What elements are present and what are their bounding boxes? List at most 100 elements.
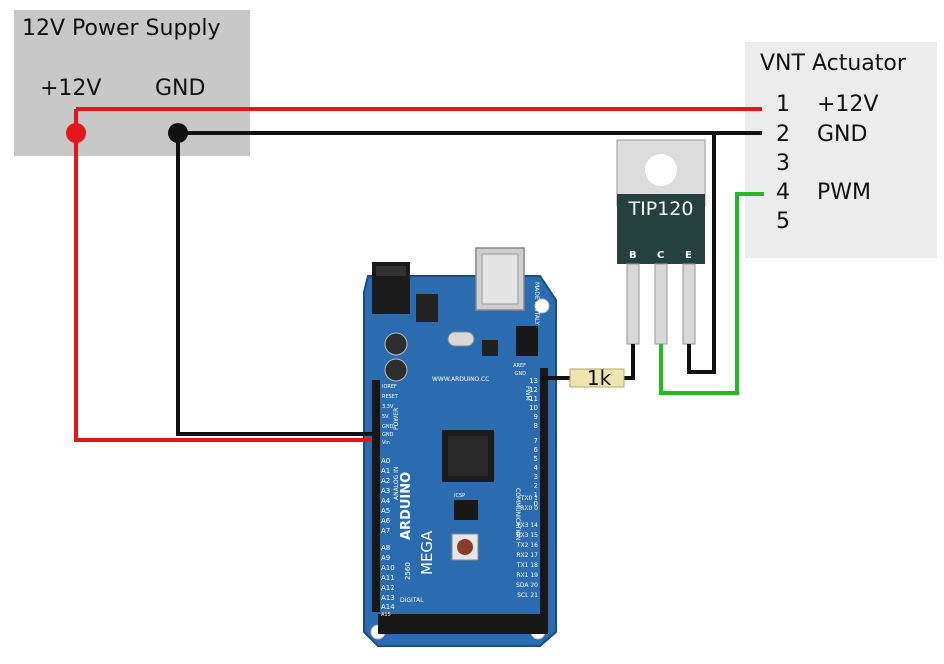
arduino-website-text: WWW.ARDUINO.CC (432, 376, 489, 383)
analog-pin-label: A1 (381, 467, 390, 475)
power-pin-label: RESET (382, 394, 399, 400)
transistor-mounting-hole (645, 154, 677, 186)
comm-pin-label: TX3 14 (516, 522, 538, 529)
vnt-pin-2-number: 2 (776, 122, 790, 147)
analog-pin-label: A4 (381, 497, 391, 505)
left-header (372, 380, 380, 612)
comm-header-label: COMMUNICATION (514, 488, 521, 540)
pwm-pin-label: 4 (534, 464, 539, 472)
comm-pin-label: SCL 21 (517, 592, 538, 599)
transistor-pin-e: E (685, 250, 692, 261)
vnt-pin-1-label: +12V (817, 92, 879, 117)
psu-gnd-terminal (168, 123, 188, 143)
wire-collector-to-pwm (659, 192, 764, 395)
vnt-pin-1-number: 1 (776, 92, 790, 117)
wire-resistor-to-base (622, 344, 635, 380)
comm-pin-label: TX0 1 (520, 495, 539, 502)
icsp-header-top (516, 326, 538, 356)
capacitor (384, 358, 408, 382)
pwm-pin-label: 10 (529, 404, 538, 412)
transistor-leg-emitter (682, 263, 696, 345)
power-supply-title: 12V Power Supply (22, 16, 221, 41)
power-supply-plus-label: +12V (40, 76, 102, 101)
resistor-1k (569, 368, 625, 388)
analog-pin-label: A14 (381, 603, 395, 611)
power-pin-label: IOREF (382, 384, 397, 390)
tip120-transistor (616, 139, 706, 345)
transistor-pin-b: B (629, 250, 637, 261)
voltage-regulator (416, 294, 438, 322)
power-pin-label: Vin (382, 440, 390, 446)
comm-pin-label: TX1 18 (516, 562, 538, 569)
transistor-leg-collector (654, 263, 668, 345)
arduino-model-text: MEGA (418, 530, 436, 575)
wire-vin-12v (74, 133, 372, 442)
right-header (540, 368, 548, 614)
crystal (447, 331, 475, 347)
pwm-pin-labels: AREF GND 13 12 11 10 9 8 7 6 5 4 3 2 1 0 (513, 363, 538, 508)
analog-pin-label: A10 (381, 564, 395, 572)
comm-pin-labels: TX0 1 RX0 0 TX3 14 RX3 15 TX2 16 RX2 17 … (516, 495, 538, 599)
transistor-label: TIP120 (628, 198, 694, 220)
pwm-pin-label: GND (515, 371, 527, 377)
vnt-actuator-title: VNT Actuator (760, 51, 906, 76)
capacitor (384, 332, 408, 356)
wire-gnd-to-arduino (176, 133, 372, 436)
vnt-pin-2-label: GND (817, 122, 868, 147)
analog-pin-label: A8 (381, 544, 390, 552)
analog-pin-label: A11 (381, 574, 395, 582)
pwm-pin-label: 5 (534, 455, 538, 463)
analog-pin-label: A7 (381, 527, 390, 535)
vnt-actuator-box (745, 42, 937, 258)
power-pin-label: 3.3V (382, 404, 394, 410)
pwm-pin-label: 6 (534, 446, 539, 454)
analog-pin-label: A12 (381, 584, 395, 592)
analog-pin-label: A0 (381, 457, 390, 465)
analog-pin-label: A15 (381, 612, 391, 618)
vnt-pin-4-label: PWM (817, 180, 872, 205)
bottom-header (378, 614, 548, 634)
psu-plus-terminal (66, 123, 86, 143)
pwm-pin-label: AREF (513, 363, 526, 369)
comm-pin-label: SDA 20 (516, 582, 538, 589)
comm-pin-label: RX3 15 (516, 532, 538, 539)
transistor-pin-c: C (657, 250, 665, 261)
analog-pin-label: A9 (381, 554, 390, 562)
made-in-italy-text: MADE IN ITALY (533, 282, 540, 325)
transistor-body (617, 194, 705, 264)
resistor-body (569, 368, 625, 388)
pwm-pin-label: 8 (534, 422, 538, 430)
power-pin-label: 5V (382, 414, 389, 420)
vnt-pin-3-number: 3 (776, 151, 790, 176)
comm-pin-label: RX1 19 (516, 572, 538, 579)
pwm-pin-label: 3 (534, 473, 538, 481)
icsp-header (454, 500, 478, 520)
pwm-pin-label: 1 (534, 491, 538, 499)
pwm-pin-label: 0 (534, 500, 538, 508)
power-pin-label: GND (382, 432, 394, 438)
comm-pin-label: RX2 17 (516, 552, 538, 559)
mount-hole (534, 298, 550, 314)
pwm-pin-label: 2 (534, 482, 538, 490)
analog-pin-label: A6 (381, 517, 391, 525)
pwm-pin-label: 12 (529, 386, 538, 394)
digital-label: DIGITAL (400, 597, 424, 604)
pwm-pin-label: 7 (534, 437, 538, 445)
comm-pin-label: RX0 0 (520, 505, 538, 512)
transistor-leg-base (626, 263, 640, 345)
pwm-pin-label: 11 (529, 395, 538, 403)
power-pin-label: GND (382, 424, 394, 430)
analog-pin-labels: A0 A1 A2 A3 A4 A5 A6 A7 A8 A9 A10 A11 A1… (381, 457, 395, 618)
analog-pin-label: A5 (381, 507, 390, 515)
analog-pin-label: A13 (381, 594, 395, 602)
vnt-pin-5-number: 5 (776, 209, 790, 234)
arduino-variant-text: 2560 (404, 562, 412, 580)
pwm-pin-label: 9 (534, 413, 538, 421)
analog-header-label: ANALOG IN (393, 467, 400, 500)
analog-pin-label: A3 (381, 487, 390, 495)
power-supply-gnd-label: GND (155, 76, 206, 101)
pwm-pin-label: 13 (529, 377, 538, 385)
power-header-label: POWER (393, 408, 400, 430)
